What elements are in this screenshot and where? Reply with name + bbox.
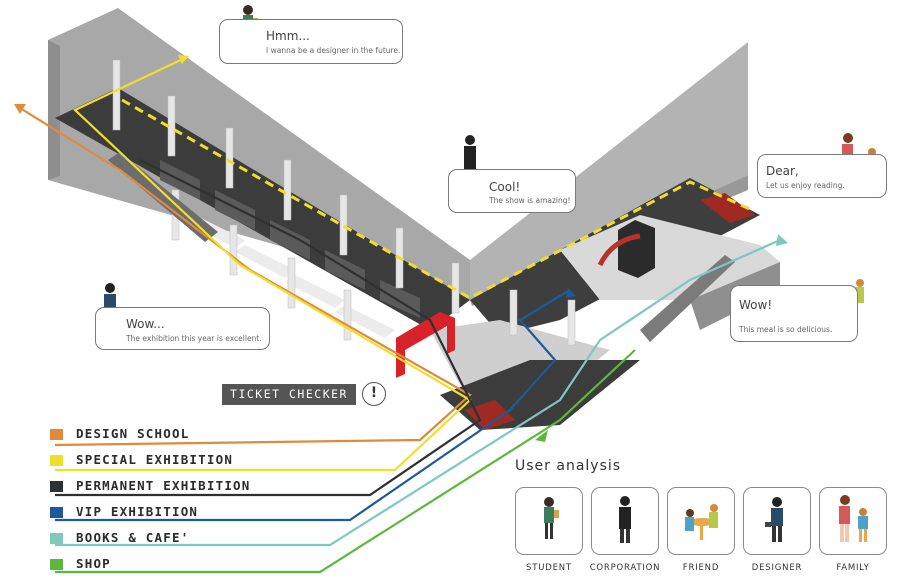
legend-label: BOOKS & CAFE'	[76, 530, 190, 545]
friend-icon	[685, 504, 718, 540]
legend-label: SPECIAL EXHIBITION	[76, 452, 234, 467]
bubble-title: Wow!	[739, 298, 773, 312]
legend-label: DESIGN SCHOOL	[76, 426, 190, 441]
corporation-icon	[619, 496, 631, 543]
arrow-design-school	[14, 104, 26, 114]
arrow-shop	[535, 430, 548, 442]
legend-swatch	[50, 559, 63, 570]
speech-bubble-friend: Wow! This meal is so delicious.	[730, 285, 858, 342]
user-card-family	[819, 487, 887, 555]
right-wall	[470, 42, 748, 300]
corridor-floor	[55, 88, 470, 330]
left-wall-side	[48, 40, 60, 180]
user-label-corporation: CORPORATION	[589, 563, 661, 573]
legend-label: PERMANENT EXHIBITION	[76, 478, 251, 493]
red-floor-right	[700, 193, 755, 223]
user-label-friend: FRIEND	[682, 563, 720, 573]
exclamation-icon: !	[362, 382, 386, 406]
red-arc	[597, 233, 641, 267]
bubble-title: Wow...	[126, 317, 165, 331]
user-card-corporation	[591, 487, 659, 555]
bubble-text: I wanna be a designer in the future.	[266, 46, 401, 55]
user-label-family: FAMILY	[836, 563, 870, 573]
speech-bubble-designer: Hmm... I wanna be a designer in the futu…	[219, 19, 403, 64]
route-legend: DESIGN SCHOOL SPECIAL EXHIBITION PERMANE…	[50, 426, 450, 576]
bubble-title: Hmm...	[266, 29, 310, 43]
bubble-title: Dear,	[766, 164, 799, 178]
legend-swatch	[50, 533, 63, 544]
legend-label: SHOP	[76, 556, 111, 571]
dashed-boundary	[121, 98, 753, 300]
bubble-text: The exhibition this year is excellent.	[126, 334, 262, 343]
speech-bubble-visitor: Wow... The exhibition this year is excel…	[95, 307, 270, 350]
left-wall	[48, 8, 470, 300]
speech-bubble-family: Dear, Let us enjoy reading.	[757, 154, 887, 198]
route-permanent-exhibition	[55, 159, 482, 497]
legend-swatch	[50, 429, 63, 440]
student-icon	[544, 497, 559, 539]
route-shop	[55, 349, 636, 574]
bubble-text: This meal is so delicious.	[739, 325, 833, 334]
legend-swatch	[50, 507, 63, 518]
right-escalator	[640, 255, 735, 342]
legend-swatch	[50, 481, 63, 492]
arrow-books-cafe	[776, 234, 788, 246]
designer-icon	[765, 497, 783, 542]
elevator-block	[618, 220, 655, 278]
user-card-friend	[667, 487, 735, 555]
bubble-title: Cool!	[489, 180, 521, 194]
legend-label: VIP EXHIBITION	[76, 504, 199, 519]
user-analysis-title: User analysis	[515, 458, 622, 474]
user-card-student	[515, 487, 583, 555]
ticket-checker-label: TICKET CHECKER	[222, 384, 356, 405]
family-icon	[839, 495, 868, 542]
user-label-student: STUDENT	[526, 563, 572, 573]
arrow-special-exhibition	[178, 55, 189, 64]
route-vip-exhibition	[55, 289, 571, 522]
route-special-exhibition	[55, 57, 472, 472]
route-books-cafe	[55, 238, 781, 547]
speech-bubble-corporation: Cool! The show is amazing!	[448, 169, 576, 213]
legend-swatch	[50, 455, 63, 466]
route-design-school	[19, 107, 472, 447]
user-label-designer: DESIGNER	[751, 563, 803, 573]
route-lines	[19, 57, 781, 574]
bubble-text: Let us enjoy reading.	[766, 181, 845, 190]
light-floor-right	[560, 215, 780, 300]
bubble-text: The show is amazing!	[489, 196, 571, 205]
arrow-vip	[566, 288, 576, 298]
user-card-designer	[743, 487, 811, 555]
